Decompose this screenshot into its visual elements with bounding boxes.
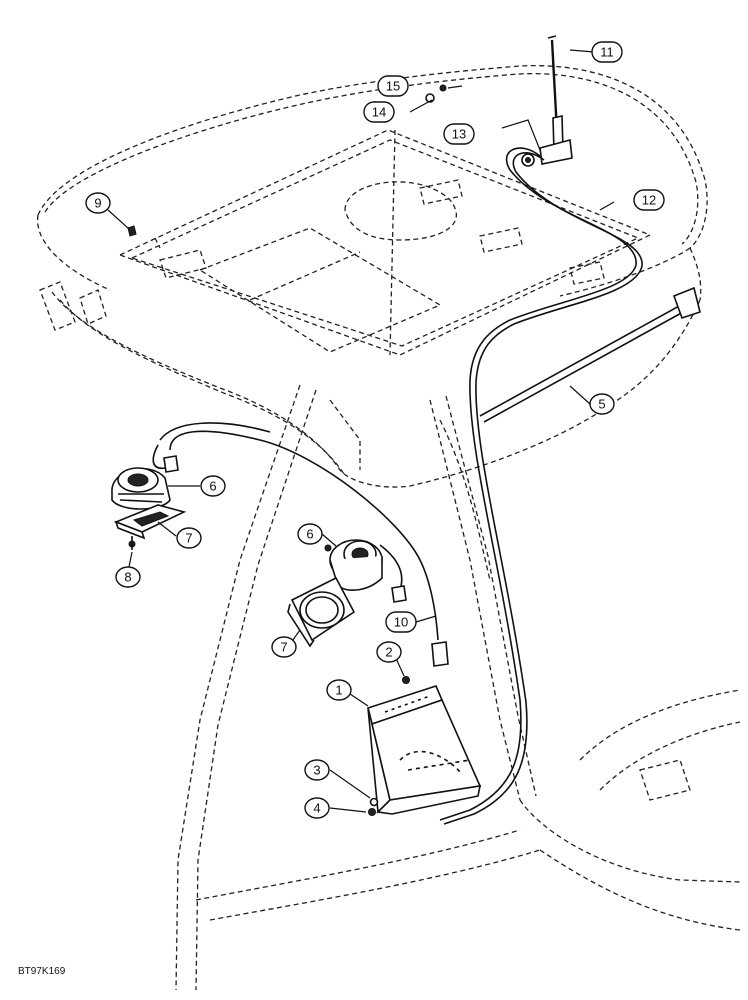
callout-6-right: 6: [297, 523, 323, 545]
callout-1: 1: [326, 679, 352, 701]
callout-3: 3: [304, 759, 330, 781]
callout-7-right-label: 7: [280, 640, 287, 655]
callout-4: 4: [304, 797, 330, 819]
callout-14-label: 14: [372, 105, 386, 120]
callout-8-label: 8: [124, 570, 131, 585]
speaker-grille-right: [287, 576, 356, 648]
speaker-grille-left: [113, 504, 187, 540]
speaker-right: [324, 539, 383, 591]
callout-12-label: 12: [642, 193, 656, 208]
cab-roof-outline: [36, 64, 708, 488]
headliner-outline: [118, 129, 652, 356]
callout-5: 5: [589, 393, 615, 415]
callout-6-right-label: 6: [306, 527, 313, 542]
speaker-wire-harness: [152, 422, 449, 667]
callout-14: 14: [363, 101, 395, 123]
callout-8: 8: [115, 566, 141, 588]
callout-10-label: 10: [394, 615, 408, 630]
callout-7-left: 7: [176, 527, 202, 549]
callout-13: 13: [443, 123, 475, 145]
callout-11-label: 11: [600, 45, 614, 60]
washer-15: [439, 84, 447, 92]
radio-bracket: [367, 685, 482, 815]
callout-1-label: 1: [335, 683, 342, 698]
nut-4: [368, 808, 376, 816]
callout-3-label: 3: [313, 763, 320, 778]
callout-11: 11: [591, 41, 623, 63]
antenna: [521, 35, 573, 167]
reference-code: BT97K169: [18, 966, 66, 977]
callout-7-right: 7: [271, 636, 297, 658]
washer-3: [369, 797, 379, 807]
fastener-9: [127, 225, 137, 237]
callout-5-label: 5: [598, 397, 605, 412]
callout-13-label: 13: [452, 127, 466, 142]
callout-2: 2: [376, 641, 402, 663]
callout-12: 12: [633, 189, 665, 211]
callout-6-left-label: 6: [209, 479, 216, 494]
leader-lines: [107, 49, 615, 813]
callout-15: 15: [377, 75, 409, 97]
callout-7-left-label: 7: [185, 531, 192, 546]
cross-bar: [479, 286, 701, 423]
callout-9-label: 9: [94, 196, 101, 211]
callout-10: 10: [385, 611, 417, 633]
callout-4-label: 4: [313, 801, 320, 816]
cab-frame-outline: [175, 384, 741, 991]
callout-6-left: 6: [200, 475, 226, 497]
screw-8: [128, 536, 136, 550]
callout-2-label: 2: [385, 645, 392, 660]
callout-15-label: 15: [386, 79, 400, 94]
screw-2: [402, 676, 410, 684]
callout-9: 9: [85, 192, 111, 214]
antenna-cable: [439, 147, 643, 825]
speaker-left: [111, 467, 171, 510]
